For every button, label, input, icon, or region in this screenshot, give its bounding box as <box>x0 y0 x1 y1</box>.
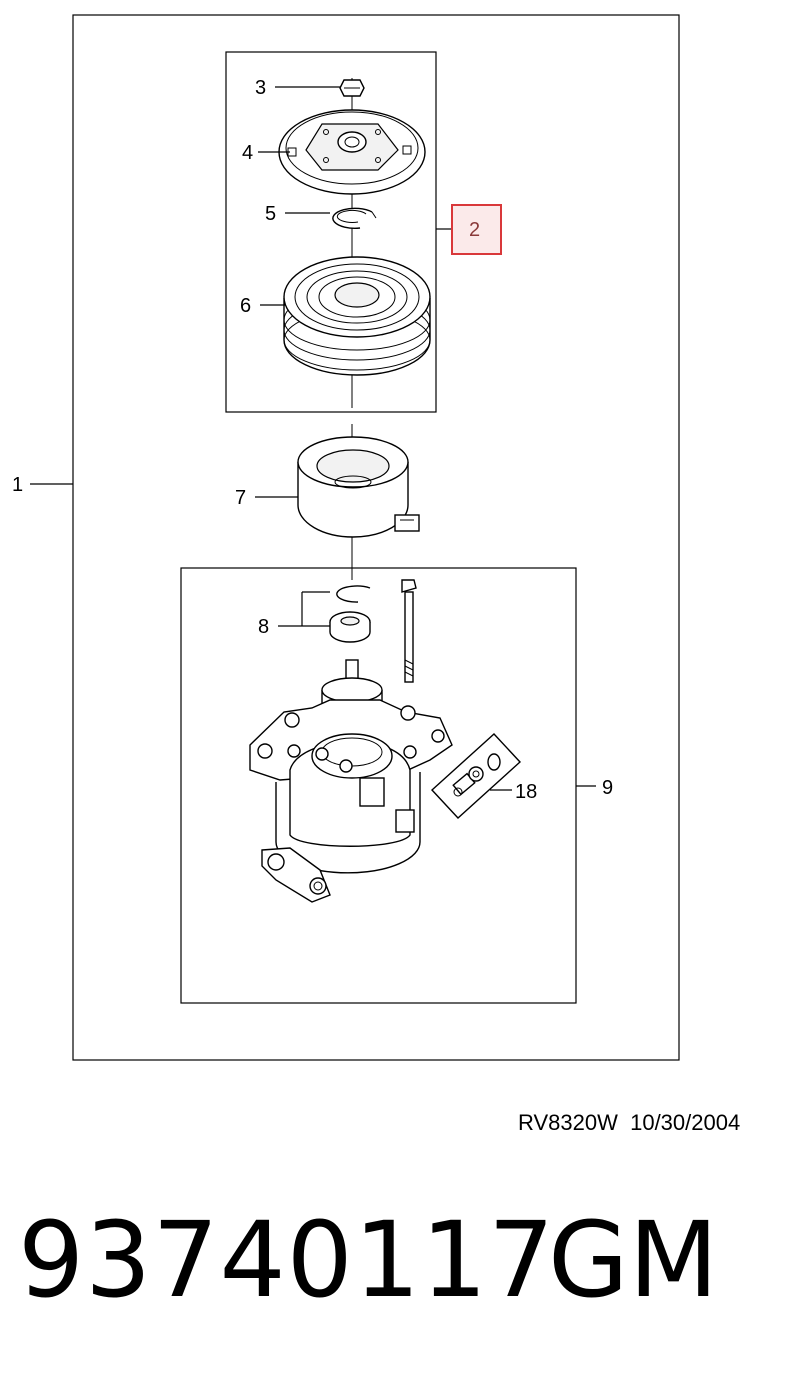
clutch-subassembly-frame <box>225 51 437 413</box>
mounting-bolt-part <box>401 579 417 683</box>
compressor-body-part <box>249 659 453 903</box>
part-number: 93740117 <box>18 1199 556 1321</box>
callout-7[interactable]: 7 <box>235 487 246 509</box>
assembly-frame <box>72 14 680 1061</box>
callout-9[interactable]: 9 <box>602 777 613 799</box>
callout-3[interactable]: 3 <box>255 77 266 99</box>
callout-6[interactable]: 6 <box>240 295 251 317</box>
document-code: RV8320W 10/30/2004 <box>518 1110 741 1135</box>
brand-name: GM <box>548 1199 719 1321</box>
callout-2-highlight[interactable] <box>451 204 502 255</box>
callout-5[interactable]: 5 <box>265 203 276 225</box>
field-coil-part <box>297 436 420 538</box>
nut-part <box>339 79 365 97</box>
callout-8[interactable]: 8 <box>258 616 269 638</box>
callout-1[interactable]: 1 <box>12 474 23 496</box>
callout-2[interactable]: 2 <box>469 219 480 241</box>
pulley-part <box>283 256 431 376</box>
callout-4[interactable]: 4 <box>242 142 253 164</box>
relief-valve-kit-part <box>431 733 521 819</box>
shaft-seal-part <box>329 585 371 643</box>
snap-ring-part <box>332 207 377 229</box>
callout-18[interactable]: 18 <box>515 781 537 803</box>
armature-plate-part <box>278 109 426 195</box>
